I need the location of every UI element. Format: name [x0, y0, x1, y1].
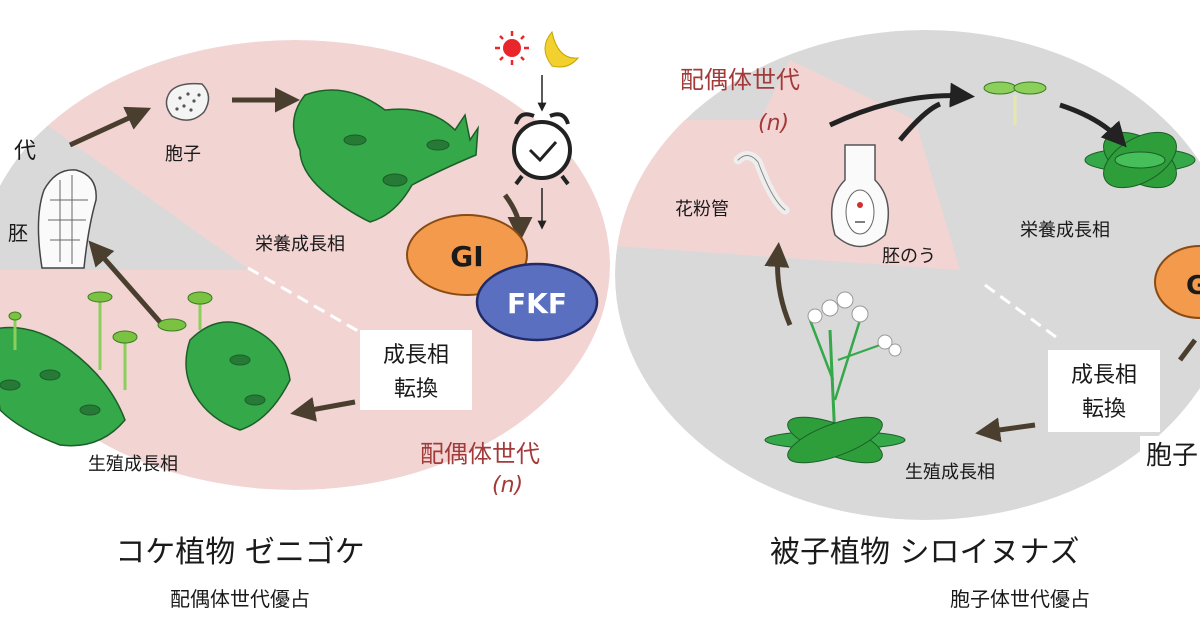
- fkf-protein: [475, 262, 599, 342]
- liverwort-thallus-vegetative: [292, 89, 479, 223]
- embryo-sac-label: 胚のう: [882, 246, 936, 267]
- left-dashed-divider: [247, 266, 366, 337]
- pollen-tube-label: 花粉管: [675, 199, 729, 220]
- right-reproductive-label: 生殖成長相: [905, 461, 995, 483]
- right-cycle-arrows: [764, 82, 1197, 443]
- left-title: コケ植物 ゼニゴケ: [115, 535, 365, 570]
- left-gametophyte-gen-label: 配偶体世代: [420, 440, 540, 468]
- right-labels: 配偶体世代 (n) 花粉管 胚のう 栄養成長相 生殖成長相 成長相 転換 胞子 …: [675, 66, 1200, 611]
- spore-icon: [165, 82, 210, 121]
- embryo-sac-icon: [830, 144, 890, 248]
- left-sporophyte-gen-label: 代: [14, 139, 36, 164]
- right-spore-label-partial: 胞子: [1146, 441, 1198, 471]
- embryo-icon: [37, 169, 97, 269]
- spore-label-bg: [1140, 436, 1200, 470]
- left-panel: [0, 30, 610, 490]
- left-ploidy-label: (n): [492, 473, 523, 498]
- right-box-line2: 転換: [1082, 397, 1126, 422]
- right-gametophyte-gen-label: 配偶体世代: [680, 66, 800, 94]
- left-spore-label: 胞子: [165, 144, 201, 165]
- left-subtitle: 配偶体世代優占: [170, 587, 310, 611]
- alarm-clock-icon: [512, 112, 572, 186]
- left-vegetative-label: 栄養成長相: [255, 234, 345, 255]
- gi-label: GI: [450, 240, 483, 273]
- left-cycle-arrows: [68, 87, 533, 422]
- left-labels: 代 胚 胞子 栄養成長相 生殖成長相 配偶体世代 (n) 成長相 転換 GI F…: [8, 139, 567, 611]
- right-dashed-divider: [984, 283, 1061, 342]
- right-ploidy-label: (n): [758, 111, 789, 136]
- right-gi-label-partial: G: [1186, 271, 1200, 301]
- seedling-icon: [983, 81, 1047, 125]
- left-box-line2: 転換: [394, 377, 438, 402]
- moon-icon: [544, 30, 580, 68]
- right-title: 被子植物 シロイヌナズ: [770, 535, 1080, 570]
- gi-protein-partial: [1154, 245, 1200, 319]
- right-phase-transition-box: [1048, 350, 1160, 432]
- fkf-label: FKF: [507, 287, 567, 320]
- sun-icon: [495, 31, 529, 65]
- right-subtitle: 胞子体世代優占: [950, 587, 1090, 611]
- right-vegetative-label: 栄養成長相: [1020, 220, 1110, 241]
- left-phase-transition-box: [360, 330, 472, 410]
- right-sporophyte-region: [615, 30, 1200, 520]
- left-box-line1: 成長相: [383, 343, 449, 368]
- liverwort-thallus-reproductive: [0, 291, 291, 447]
- right-box-line1: 成長相: [1071, 363, 1137, 388]
- flowering-plant-icon: [764, 291, 906, 464]
- left-embryo-label: 胚: [8, 221, 28, 245]
- right-panel: [615, 30, 1200, 520]
- left-reproductive-label: 生殖成長相: [88, 453, 178, 475]
